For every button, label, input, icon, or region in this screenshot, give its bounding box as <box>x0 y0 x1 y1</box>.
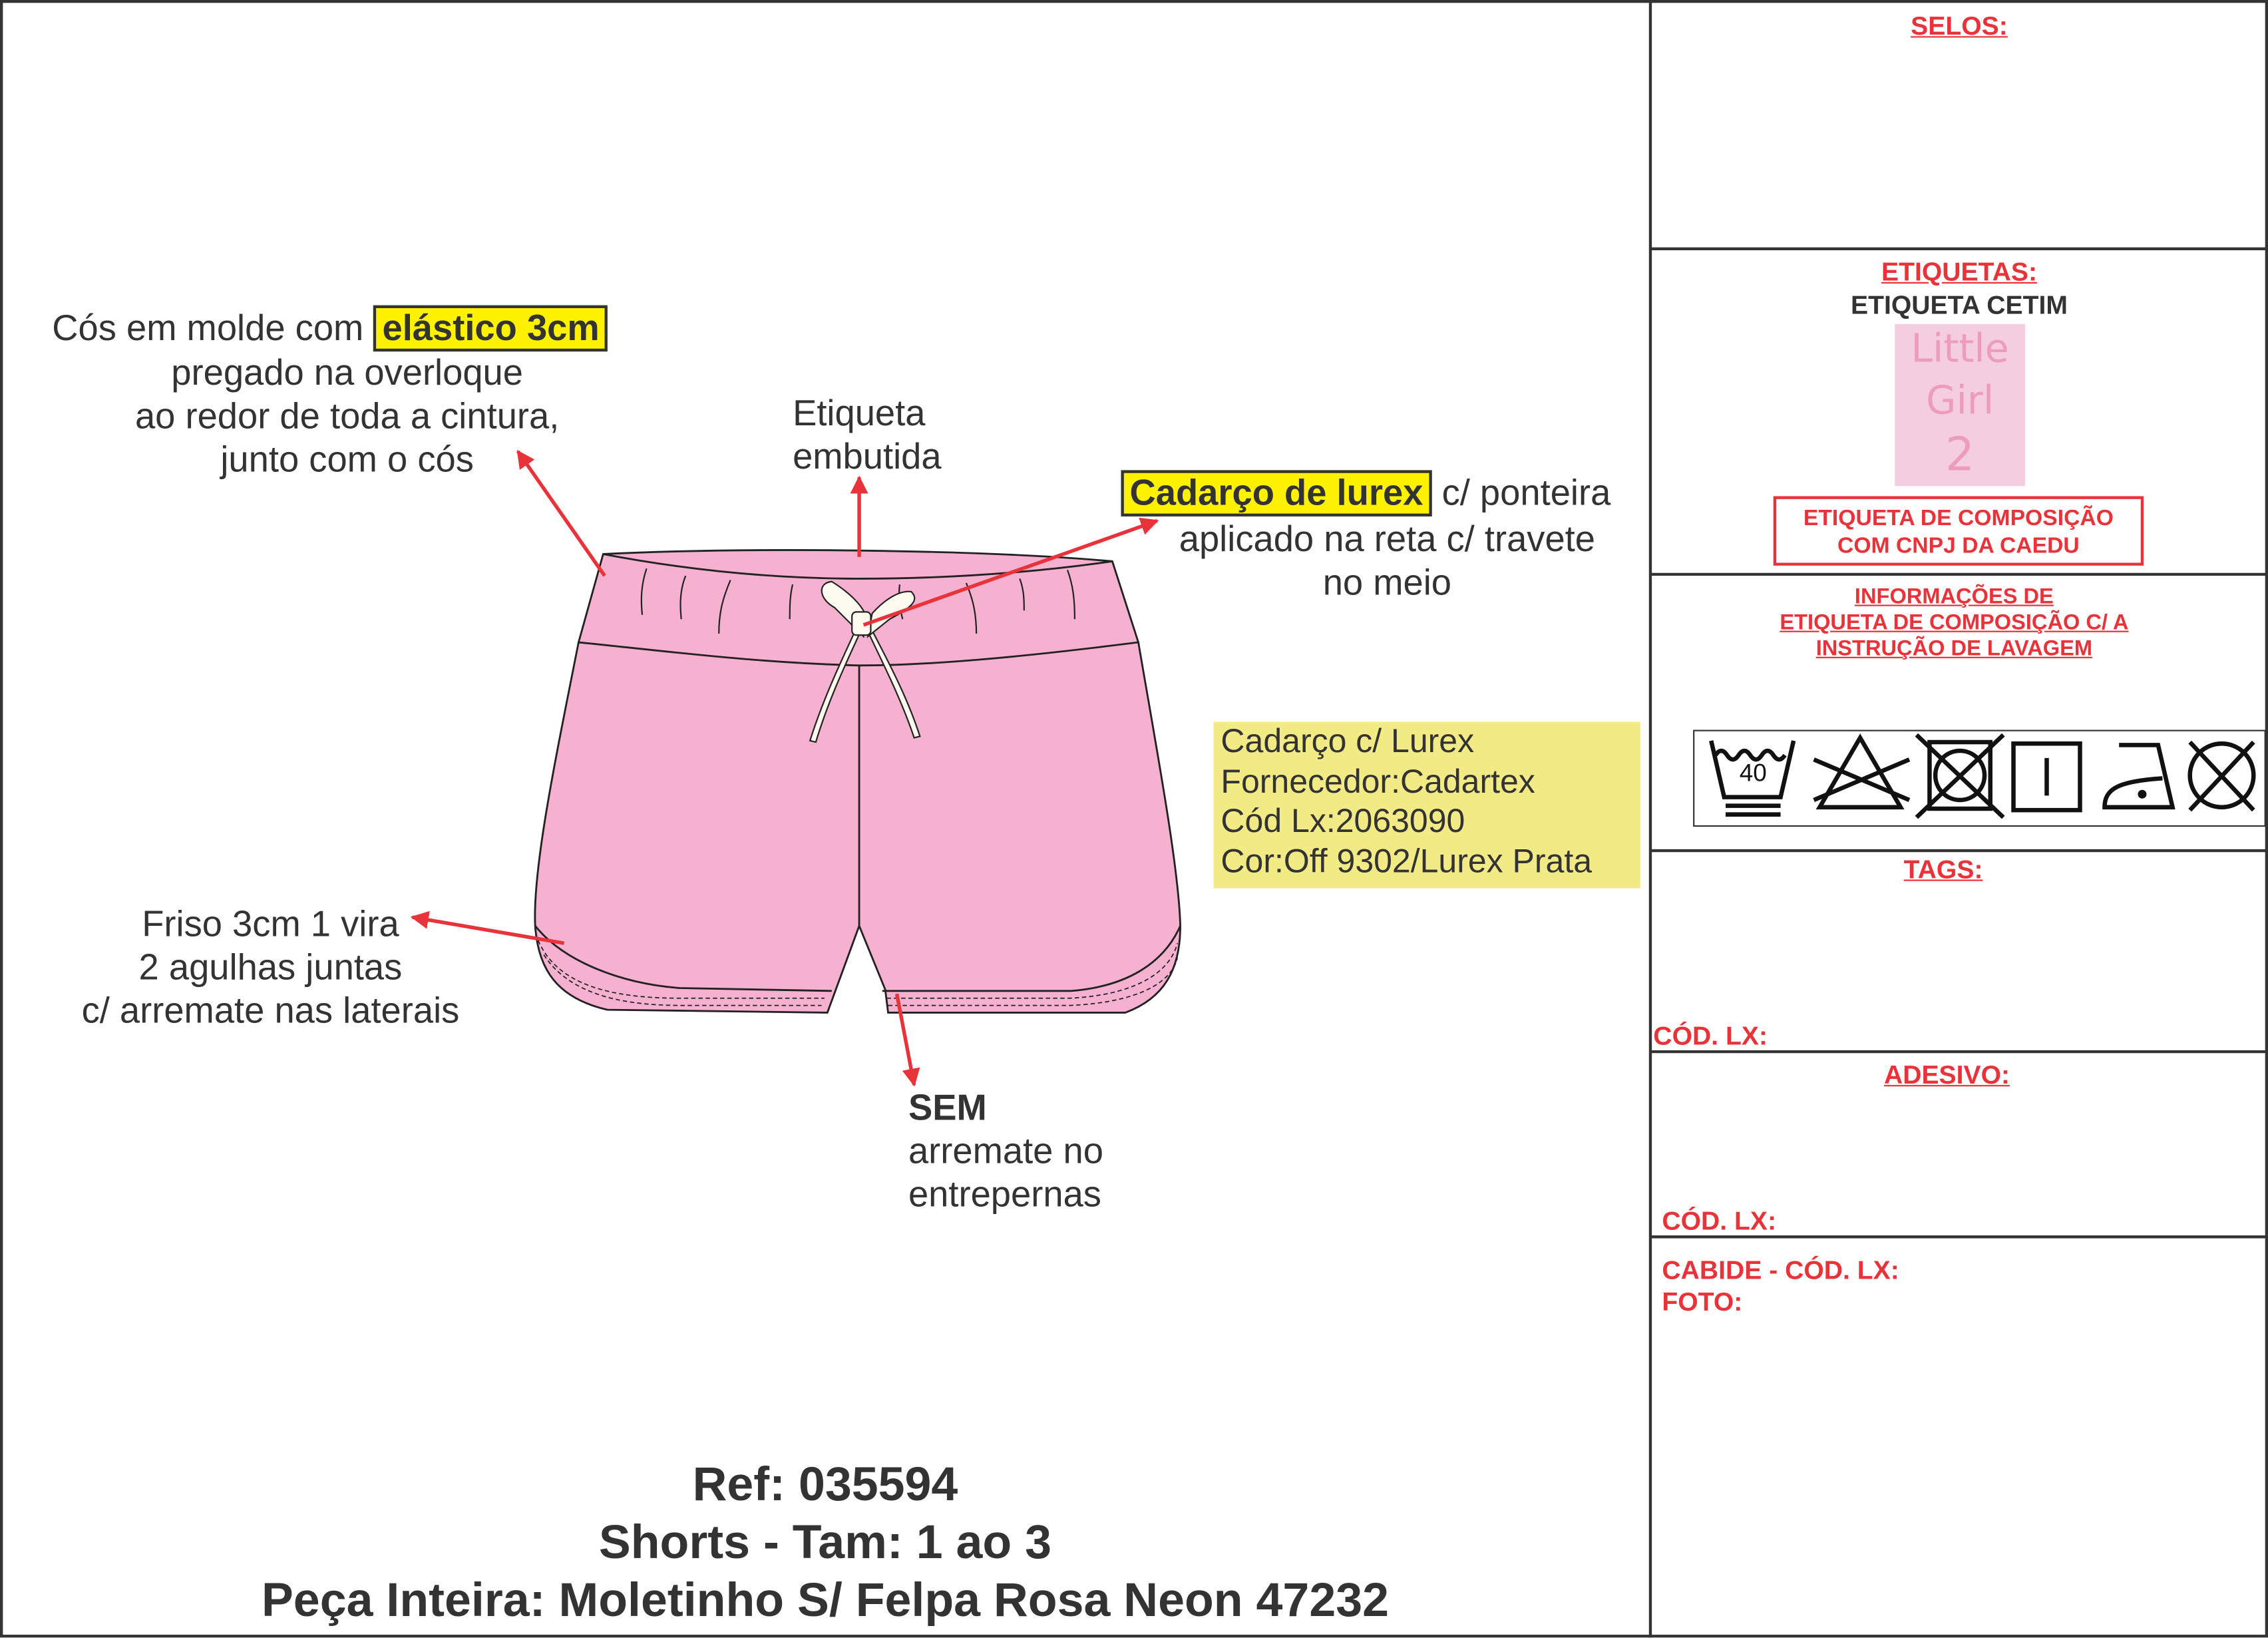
composition-line: COM CNPJ DA CAEDU <box>1837 534 2080 558</box>
hem-callout: Friso 3cm 1 vira 2 agulhas juntas c/ arr… <box>43 903 497 1033</box>
drawstring-callout: aplicado na reta c/ travete no meio <box>1128 518 1646 604</box>
drawstring-highlight: Cadarço de lurex <box>1121 470 1432 516</box>
trim-info-line: Cód Lx:2063090 <box>1221 801 1465 839</box>
composition-label-box: ETIQUETA DE COMPOSIÇÃO COM CNPJ DA CAEDU <box>1773 496 2144 566</box>
iron-low-icon <box>2102 743 2175 810</box>
care-info-line: INSTRUÇÃO DE LAVAGEM <box>1815 636 2093 662</box>
waistband-line: ao redor de toda a cintura, <box>134 396 560 437</box>
wash-temp: 40 <box>1740 759 1767 787</box>
waistband-line: pregado na overloque <box>171 353 523 394</box>
trim-info-box: Cadarço c/ Lurex Fornecedor:Cadartex Cód… <box>1213 721 1640 889</box>
cabide-cod-lx: CABIDE - CÓD. LX: <box>1662 1255 1899 1285</box>
no-bleach-icon <box>1813 733 1911 810</box>
line-dry-icon <box>2011 741 2082 813</box>
care-info-line: ETIQUETA DE COMPOSIÇÃO C/ A <box>1780 610 2129 636</box>
trim-info-line: Cor:Off 9302/Lurex Prata <box>1221 841 1593 879</box>
drawstring-suffix: c/ ponteira <box>1441 473 1611 514</box>
brand-label-line: Little <box>1911 327 2009 372</box>
no-tumble-dry-icon <box>1915 733 2005 819</box>
shorts-body <box>534 641 1181 1014</box>
brand-label: Little Girl 2 <box>1895 323 2025 487</box>
waistband-prefix: Cós em molde com <box>52 307 364 349</box>
panel-dividers <box>1648 0 2268 1638</box>
drawstring-line: aplicado na reta c/ travete <box>1179 519 1595 560</box>
tags-cod-lx: CÓD. LX: <box>1653 1021 1768 1050</box>
hem-line: c/ arremate nas laterais <box>81 990 460 1032</box>
composition-line: ETIQUETA DE COMPOSIÇÃO <box>1803 506 2114 531</box>
tags-heading: TAGS: <box>1903 855 1983 885</box>
crotch-line: arremate no <box>908 1131 1103 1172</box>
crotch-line: entrepernas <box>908 1174 1101 1215</box>
hem-line: 2 agulhas juntas <box>138 947 403 988</box>
label-line: Etiqueta <box>793 393 926 435</box>
shorts-illustration <box>534 549 1181 1014</box>
selos-heading: SELOS: <box>1911 11 2008 41</box>
trim-info-line: Fornecedor:Cadartex <box>1221 761 1535 799</box>
drawstring-line: no meio <box>1322 562 1452 604</box>
crotch-callout: SEM arremate no entrepernas <box>908 1086 1103 1217</box>
trim-info-line: Cadarço c/ Lurex <box>1221 721 1475 760</box>
care-info-line: INFORMAÇÕES DE <box>1854 584 2054 610</box>
footer: Ref: 035594 Shorts - Tam: 1 ao 3 Peça In… <box>0 1456 1650 1629</box>
waistband-callout-first-line: Cós em molde com elástico 3cm <box>52 305 608 352</box>
no-dry-clean-icon <box>2187 740 2256 812</box>
label-callout: Etiqueta embutida <box>793 392 942 479</box>
fabric-description: Peça Inteira: Moletinho S/ Felpa Rosa Ne… <box>261 1572 1390 1627</box>
care-symbols-box <box>1693 729 2266 827</box>
etiqueta-cetim: ETIQUETA CETIM <box>1850 290 2068 320</box>
waistband-callout: pregado na overloque ao redor de toda a … <box>87 351 607 482</box>
waistband-line: junto com o cós <box>220 439 474 481</box>
callout-arrows <box>410 449 1159 1087</box>
drawstring-callout-first-line: Cadarço de lurex c/ ponteira <box>1121 470 1611 516</box>
etiquetas-heading: ETIQUETAS: <box>1881 257 2038 287</box>
adesivo-cod-lx: CÓD. LX: <box>1662 1206 1777 1236</box>
crotch-bold: SEM <box>908 1088 987 1129</box>
label-line: embutida <box>793 437 942 478</box>
reference-number: Ref: 035594 <box>692 1456 958 1511</box>
waistband-highlight: elástico 3cm <box>373 305 608 352</box>
care-info-heading: INFORMAÇÕES DE ETIQUETA DE COMPOSIÇÃO C/… <box>1636 584 2268 662</box>
hem-line: Friso 3cm 1 vira <box>142 904 399 945</box>
wash-40-gentle-icon <box>1709 740 1796 817</box>
product-size: Shorts - Tam: 1 ao 3 <box>598 1514 1052 1569</box>
drawstring <box>809 580 921 743</box>
brand-label-line: Girl <box>1925 379 1994 424</box>
foto-label: FOTO: <box>1662 1287 1743 1317</box>
adesivo-heading: ADESIVO: <box>1883 1060 2010 1090</box>
cabide-section: CABIDE - CÓD. LX: FOTO: <box>1662 1254 1899 1318</box>
brand-label-size: 2 <box>1945 427 1975 482</box>
